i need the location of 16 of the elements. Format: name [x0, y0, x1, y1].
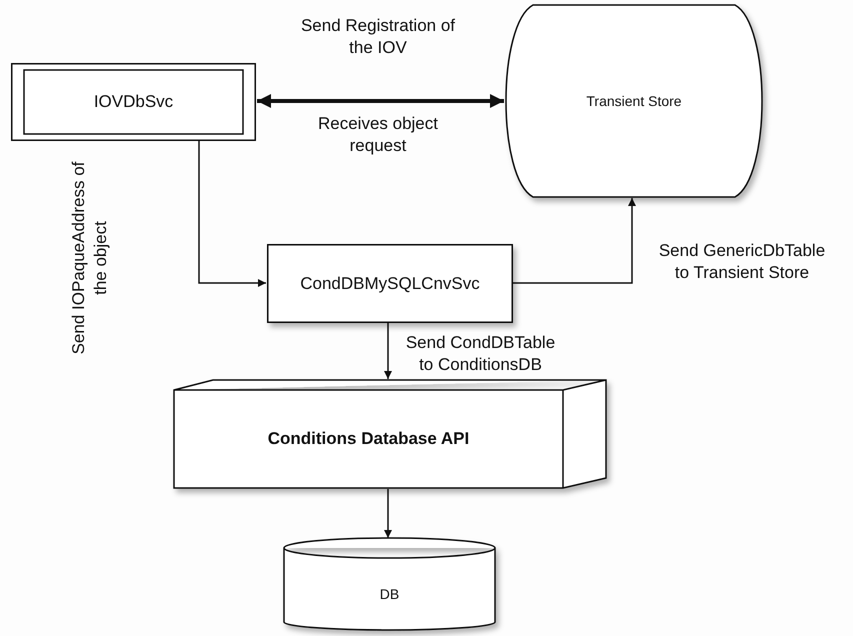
- node-label: DB: [380, 586, 400, 602]
- service-box: [267, 244, 513, 323]
- store-shape: [505, 5, 763, 197]
- arrow: [198, 141, 266, 287]
- database-cylinder: [284, 538, 495, 630]
- api-block: [174, 380, 606, 489]
- arrow: [513, 198, 636, 284]
- node-label: CondDBMySQLCnvSvc: [300, 274, 480, 294]
- arrow: [384, 489, 392, 538]
- node-label: Transient Store: [586, 93, 682, 109]
- double-arrow: [257, 94, 504, 108]
- arrow: [384, 323, 392, 379]
- service-box: [11, 63, 256, 141]
- node-label: Conditions Database API: [268, 429, 470, 449]
- node-label: IOVDbSvc: [94, 92, 174, 112]
- annotation-text: Send IOPaqueAddress of the object: [68, 160, 111, 356]
